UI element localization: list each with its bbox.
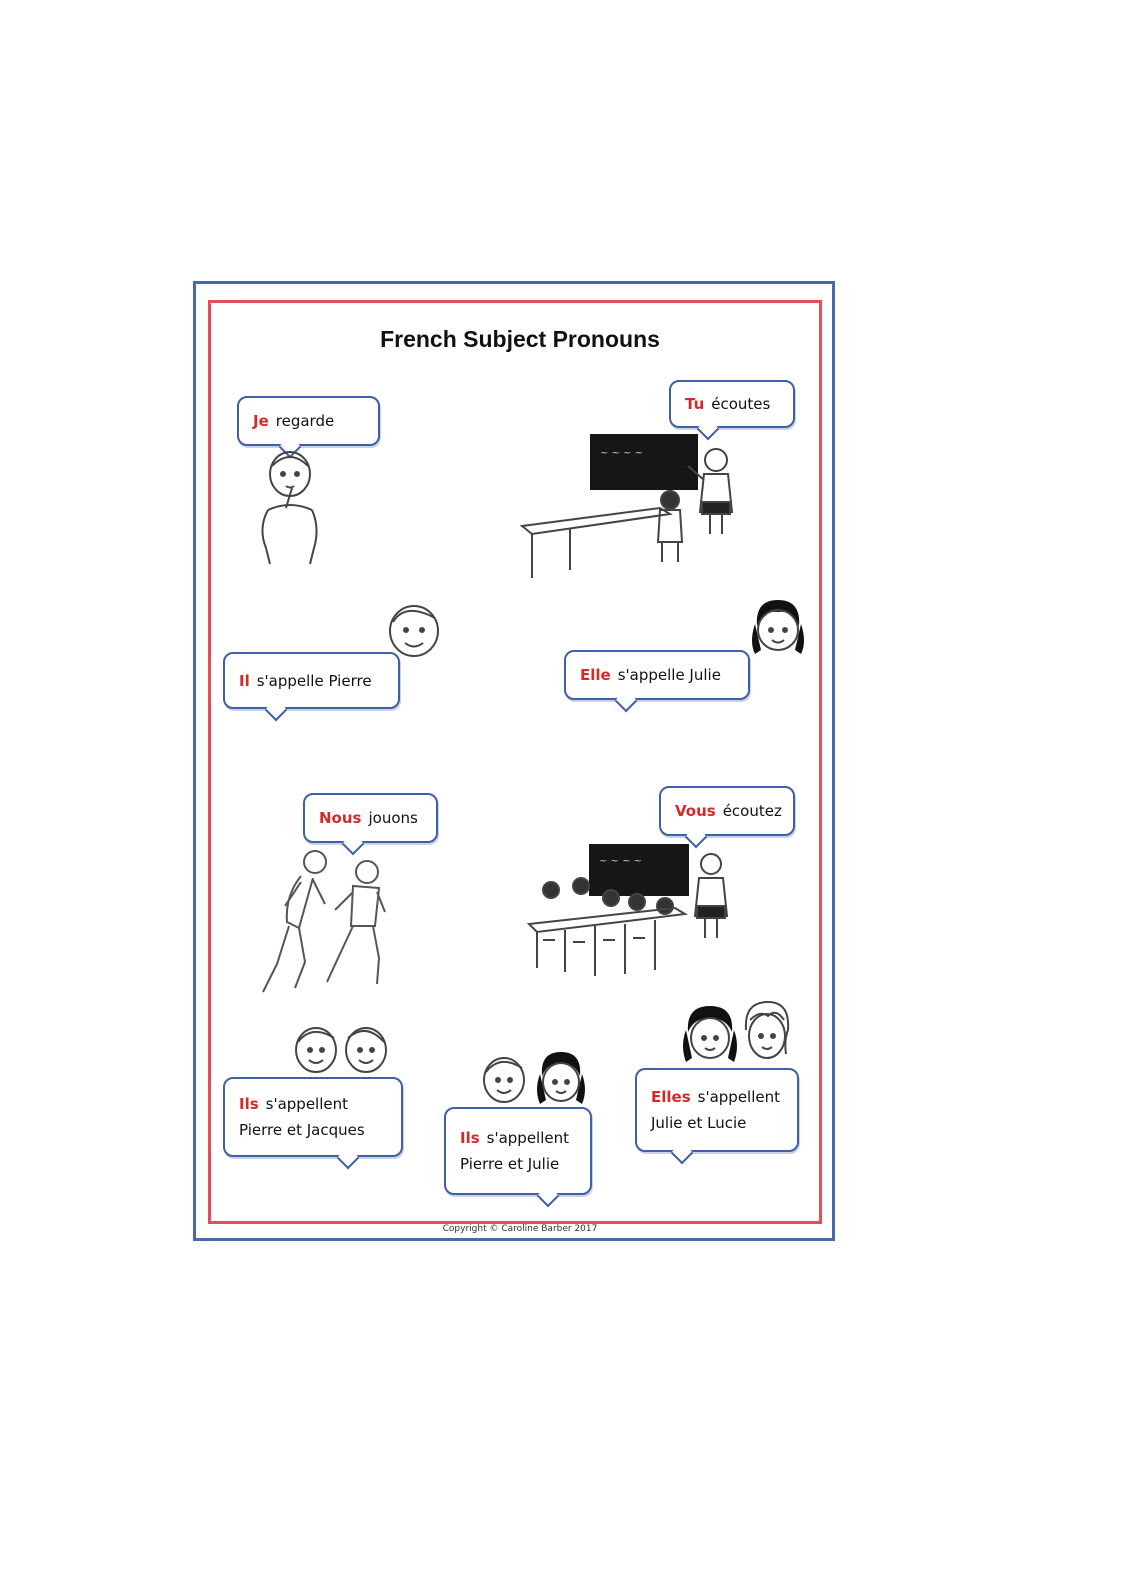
pronoun-vous: Vous: [675, 802, 716, 820]
bubble-tu: Tu écoutes: [669, 380, 795, 428]
pronoun-tu: Tu: [685, 395, 705, 413]
pronoun-il: Il: [239, 671, 250, 690]
boy-head-illustration: [389, 605, 439, 657]
pronoun-ils: Ils: [460, 1129, 480, 1147]
svg-text:~ ~ ~ ~: ~ ~ ~ ~: [600, 448, 643, 459]
verb-text: s'appellent: [697, 1088, 780, 1106]
names-text: Pierre et Julie: [460, 1155, 560, 1173]
bubble-elles: Elles s'appellent Julie et Lucie: [635, 1068, 799, 1152]
bubble-ils-1: Ils s'appellent Pierre et Jacques: [223, 1077, 403, 1157]
classroom-teacher-pupil-illustration: ~ ~ ~ ~: [520, 434, 734, 578]
girl-head-illustration: [752, 600, 804, 654]
worksheet-inner-border: [208, 300, 822, 1224]
pronoun-nous: Nous: [319, 809, 362, 827]
bubble-elle: Elle s'appelle Julie: [564, 650, 750, 700]
pronoun-elles: Elles: [651, 1088, 691, 1106]
verb-text: s'appellent: [486, 1129, 570, 1147]
pronoun-ils: Ils: [239, 1095, 259, 1113]
svg-text:~ ~ ~ ~: ~ ~ ~ ~: [599, 856, 642, 867]
verb-text: s'appelle Julie: [617, 666, 721, 684]
bubble-je: Je regarde: [237, 396, 380, 446]
verb-text: s'appellent: [265, 1095, 349, 1113]
bubble-il: Il s'appelle Pierre: [223, 652, 400, 709]
verb-text: jouons: [368, 809, 418, 827]
bubble-ils-2: Ils s'appellent Pierre et Julie: [444, 1107, 592, 1195]
names-text: Julie et Lucie: [651, 1114, 747, 1132]
pronoun-elle: Elle: [580, 666, 611, 684]
full-classroom-illustration: ~ ~ ~ ~: [526, 844, 729, 976]
worksheet-title: French Subject Pronouns: [380, 326, 660, 352]
boy-thinking-illustration: [261, 451, 318, 565]
bubble-vous: Vous écoutez: [659, 786, 795, 836]
pronoun-je: Je: [253, 412, 269, 430]
two-boys-heads-illustration: [295, 1027, 387, 1073]
bubble-nous: Nous jouons: [303, 793, 438, 843]
two-girls-heads-illustration: [683, 1000, 790, 1062]
boys-playing-illustration: [262, 850, 386, 993]
verb-text: regarde: [275, 412, 335, 430]
verb-text: écoutez: [722, 802, 782, 820]
verb-text: écoutes: [711, 395, 771, 413]
names-text: Pierre et Jacques: [239, 1121, 365, 1139]
copyright-notice: Copyright © Caroline Barber 2017: [442, 1224, 598, 1234]
verb-text: s'appelle Pierre: [256, 671, 372, 690]
boy-girl-heads-illustration: [483, 1052, 585, 1104]
